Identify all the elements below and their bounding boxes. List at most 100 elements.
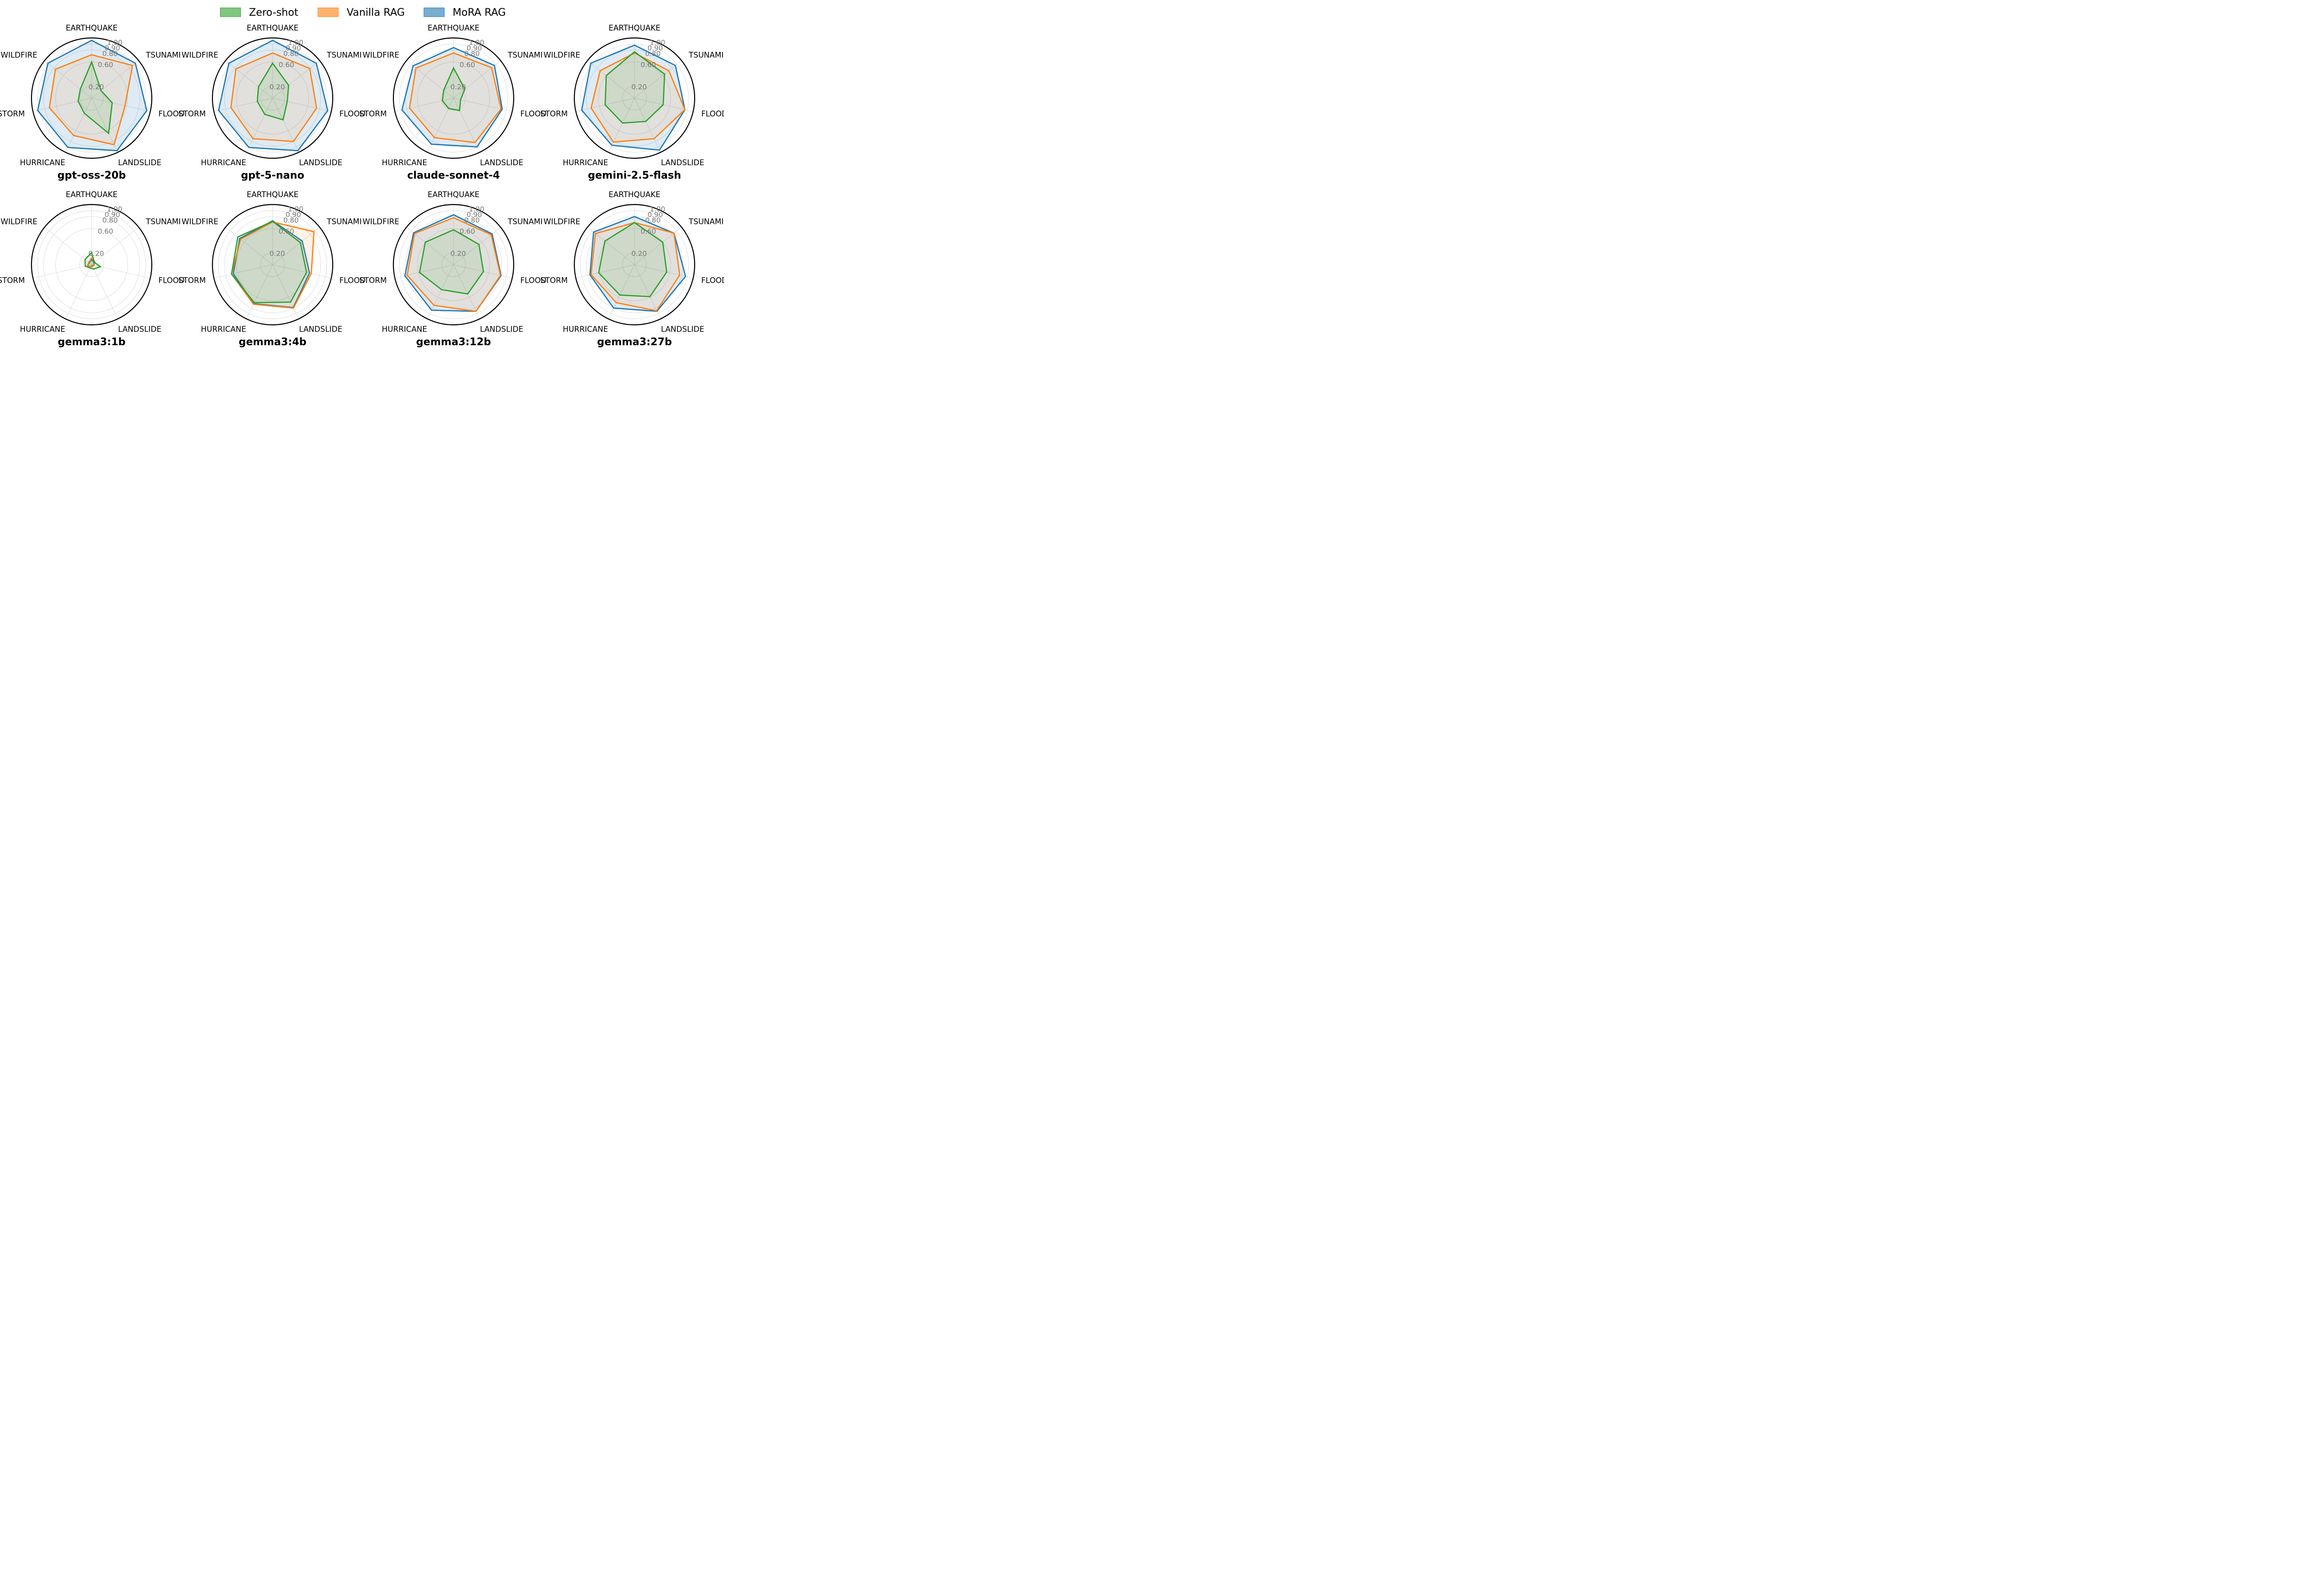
chart-title: gemma3:12b	[416, 336, 491, 348]
radar-chart-gemma3-4b: 0.200.600.800.901.00EARTHQUAKETSUNAMIFLO…	[179, 190, 366, 348]
radial-tick-label: 0.80	[464, 216, 479, 224]
spoke-line	[65, 264, 92, 319]
radial-tick-label: 1.00	[650, 38, 665, 47]
category-label-hurricane: HURRICANE	[382, 158, 427, 167]
radar-figure: Zero-shot Vanilla RAG MoRA RAG 0.20 0.60 0.80…	[0, 0, 728, 348]
category-label-hurricane: HURRICANE	[20, 325, 65, 334]
spoke-line	[272, 264, 299, 319]
category-label-flood: FLOOD	[339, 109, 366, 118]
spoke-line	[225, 227, 273, 265]
spoke-line	[634, 98, 661, 153]
spoke-line	[214, 264, 273, 279]
legend-label: MoRA RAG	[453, 7, 506, 19]
category-label-earthquake: EARTHQUAKE	[428, 24, 479, 32]
category-label-landslide: LANDSLIDE	[299, 325, 342, 334]
radial-tick-label: 0.60	[279, 61, 294, 69]
category-label-landslide: LANDSLIDE	[480, 325, 523, 334]
chart-title: gemma3:27b	[597, 336, 672, 348]
radial-tick-label: 0.60	[460, 227, 475, 236]
category-label-earthquake: EARTHQUAKE	[609, 24, 660, 32]
legend-label: Zero-shot	[249, 7, 299, 19]
outer-frame	[31, 37, 153, 159]
outer-frame	[573, 37, 696, 159]
spoke-line	[427, 98, 454, 153]
radar-chart-gemini-2-5-flash: 0.200.600.800.901.00EARTHQUAKETSUNAMIFLO…	[541, 24, 728, 181]
category-label-landslide: LANDSLIDE	[118, 158, 162, 167]
category-label-wildfire: WILDFIRE	[181, 50, 218, 59]
category-label-storm: STORM	[541, 276, 568, 285]
category-label-flood: FLOOD	[520, 276, 547, 285]
category-label-tsunami: TSUNAMI	[326, 50, 361, 59]
radar-chart-gemma3-1b: 0.200.600.800.901.00EARTHQUAKETSUNAMIFLO…	[0, 190, 185, 348]
spoke-line	[576, 264, 635, 279]
category-label-wildfire: WILDFIRE	[543, 217, 580, 226]
radial-tick-label: 0.20	[88, 83, 104, 91]
legend-swatch	[423, 7, 445, 17]
category-label-storm: STORM	[360, 109, 387, 118]
series-zero-shot	[256, 62, 289, 121]
radial-tick-label: 1.00	[650, 205, 665, 213]
category-label-storm: STORM	[0, 276, 25, 285]
category-label-wildfire: WILDFIRE	[0, 217, 37, 226]
radial-tick-label: 0.20	[631, 83, 647, 91]
radar-figure-svg: Zero-shot Vanilla RAG MoRA RAG 0.20 0.60 0.80…	[0, 7, 728, 348]
radial-tick-label: 0.60	[279, 227, 294, 236]
category-label-landslide: LANDSLIDE	[480, 158, 523, 167]
category-label-wildfire: WILDFIRE	[362, 217, 399, 226]
category-label-earthquake: EARTHQUAKE	[428, 190, 479, 199]
chart-title: gpt-oss-20b	[57, 170, 126, 181]
outer-frame	[211, 204, 334, 326]
series-mora-rag	[37, 39, 148, 151]
category-label-wildfire: WILDFIRE	[181, 217, 218, 226]
radial-tick-label: 0.60	[98, 61, 113, 69]
series-zero-shot	[84, 251, 102, 270]
spoke-line	[453, 60, 501, 99]
radial-tick-label: 0.80	[283, 216, 299, 224]
spoke-line	[44, 227, 92, 265]
category-label-flood: FLOOD	[701, 109, 724, 118]
spoke-line	[587, 60, 635, 99]
radar-chart-claude-sonnet-4: 0.200.600.800.901.00EARTHQUAKETSUNAMIFLO…	[360, 24, 547, 181]
outer-frame	[392, 37, 515, 159]
category-label-hurricane: HURRICANE	[20, 158, 65, 167]
legend-label: Vanilla RAG	[347, 7, 405, 19]
series-vanilla-rag	[409, 52, 502, 143]
category-label-storm: STORM	[360, 276, 387, 285]
spoke-line	[634, 264, 661, 319]
spoke-line	[91, 98, 150, 112]
legend-item-mora-rag: MoRA RAG	[423, 7, 506, 19]
legend-swatch	[317, 7, 339, 17]
series-mora-rag	[401, 47, 503, 148]
radial-tick-label: 0.80	[645, 50, 660, 58]
legend-item-vanilla-rag: Vanilla RAG	[317, 7, 405, 19]
category-label-hurricane: HURRICANE	[201, 158, 246, 167]
category-label-tsunami: TSUNAMI	[507, 50, 542, 59]
radial-tick-label: 0.90	[286, 44, 301, 52]
category-label-earthquake: EARTHQUAKE	[66, 24, 118, 32]
radial-tick-label: 0.20	[450, 83, 466, 91]
radial-tick-label: 0.60	[460, 61, 475, 69]
spoke-line	[272, 60, 320, 99]
category-label-landslide: LANDSLIDE	[661, 325, 704, 334]
radial-tick-label: 0.20	[88, 249, 104, 258]
radial-tick-label: 0.80	[464, 50, 479, 58]
radial-tick-label: 0.90	[286, 211, 301, 219]
category-label-flood: FLOOD	[158, 109, 185, 118]
radial-tick-label: 0.60	[98, 227, 113, 236]
spoke-line	[453, 264, 480, 319]
radial-tick-label: 0.80	[102, 216, 118, 224]
radar-chart-gemma3-27b: 0.200.600.800.901.00EARTHQUAKETSUNAMIFLO…	[541, 190, 728, 348]
spoke-line	[453, 98, 480, 153]
category-label-landslide: LANDSLIDE	[299, 158, 342, 167]
radial-tick-label: 0.80	[645, 216, 660, 224]
spoke-line	[272, 98, 331, 112]
category-label-landslide: LANDSLIDE	[661, 158, 704, 167]
series-vanilla-rag	[590, 52, 686, 143]
category-label-earthquake: EARTHQUAKE	[609, 190, 660, 199]
category-label-wildfire: WILDFIRE	[543, 50, 580, 59]
spoke-line	[272, 264, 331, 279]
radial-tick-label: 0.90	[105, 211, 120, 219]
category-label-landslide: LANDSLIDE	[118, 325, 162, 334]
radial-tick-label: 1.00	[288, 205, 303, 213]
category-label-hurricane: HURRICANE	[382, 325, 427, 334]
